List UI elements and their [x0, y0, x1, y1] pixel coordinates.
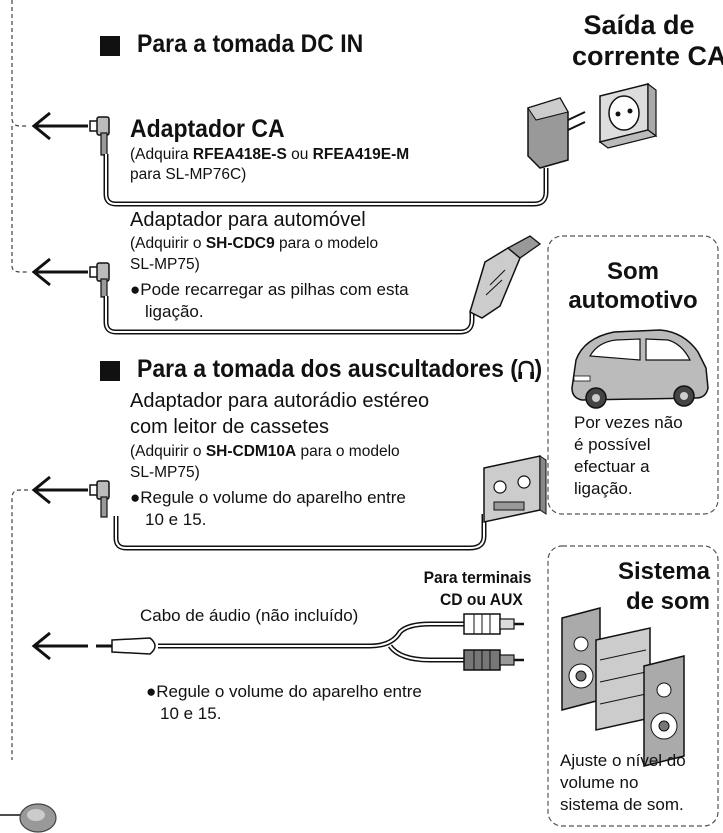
arrow-left-icon: [31, 475, 88, 505]
car-adapter-model: SH-CDC9: [205, 235, 275, 252]
car-adapter-icon: [469, 235, 542, 319]
car-adapter-title: Adaptador para automóvel: [130, 209, 366, 231]
dc-plug-icon: [89, 116, 110, 156]
dc-plug-icon: [89, 262, 110, 298]
cassette-adapter-line1-pre: (Adquirir o: [130, 443, 206, 460]
stereo-title-line1: Sistema: [617, 558, 710, 585]
arrow-left-icon: [31, 111, 88, 141]
wall-outlet-icon: [598, 82, 658, 149]
audio-cable-note-line1: ●Regule o volume do aparelho entre: [146, 682, 422, 701]
audio-cable-title: Cabo de áudio (não incluído): [140, 606, 359, 625]
rca-plug-red-icon: [463, 649, 524, 671]
cassette-adapter-model: SH-CDM10A: [205, 443, 297, 460]
section-bullet-icon: [100, 361, 120, 381]
headphone-icon: [518, 358, 535, 379]
ac-adapter-icon: [527, 97, 586, 169]
car-adapter-line1-pre: (Adquirir o: [130, 235, 206, 252]
stereo-note-line3: sistema de som.: [560, 795, 684, 814]
stereo-box-border: [547, 545, 719, 827]
ac-outlet-label: Saída de corrente CA: [572, 10, 723, 72]
car-audio-box-border: [547, 235, 719, 515]
cassette-adapter-title-line1: Adaptador para autorádio estéreo: [130, 390, 430, 412]
ac-adapter-line1-pre: (Adquira: [130, 146, 193, 163]
ac-adapter-model1: RFEA418E-S: [192, 146, 287, 163]
dashed-bracket-bottom: [11, 489, 28, 760]
car-audio-note-line4: ligação.: [574, 479, 633, 498]
cassette-adapter-note-line2: 10 e 15.: [145, 510, 207, 529]
ac-adapter-line1: (Adquira RFEA418E-S ou RFEA419E-M: [130, 146, 409, 164]
car-adapter-note-line2: ligação.: [145, 302, 204, 321]
cassette-adapter-title-line2: com leitor de cassetes: [130, 416, 329, 438]
car-audio-note-line1: Por vezes não: [574, 413, 683, 432]
ac-adapter-model2: RFEA419E-M: [312, 146, 410, 163]
cassette-icon: [483, 455, 547, 523]
cassette-adapter-line1-post: para o modelo: [296, 443, 400, 460]
car-adapter-line1: (Adquirir o SH-CDC9 para o modelo: [130, 235, 378, 253]
cassette-adapter-note-line1: ●Regule o volume do aparelho entre: [130, 488, 406, 507]
section-bullet-icon: [100, 36, 120, 56]
rca-plug-white-icon: [463, 613, 524, 635]
car-audio-title-line2: automotivo: [568, 287, 698, 314]
car-audio-note-line3: efectuar a: [574, 457, 650, 476]
cassette-adapter-line2: SL-MP75): [130, 464, 200, 481]
stereo-system-icon: [561, 607, 685, 767]
audio-cable: [158, 621, 464, 649]
section-headphone-heading-text: Para a tomada dos auscultadores (: [137, 355, 518, 383]
section-headphone-heading: Para a tomada dos auscultadores (): [137, 355, 542, 384]
section-dc-heading: Para a tomada DC IN: [137, 30, 364, 58]
ac-outlet-label-line2: corrente CA: [572, 41, 723, 72]
product-logo-icon: [19, 803, 57, 833]
ac-outlet-label-line1: Saída de: [583, 10, 695, 40]
terminals-label-line2: CD ou AUX: [440, 590, 523, 609]
dashed-bracket-car: [11, 126, 28, 273]
cassette-adapter-line1: (Adquirir o SH-CDM10A para o modelo: [130, 443, 400, 461]
terminals-label-line1: Para terminais: [423, 568, 532, 587]
section-headphone-heading-close: ): [534, 355, 543, 383]
ac-adapter-line2: para SL-MP76C): [130, 166, 247, 183]
car-adapter-line1-post: para o modelo: [274, 235, 379, 252]
stereo-mini-plug-icon: [96, 637, 156, 655]
car-icon: [571, 329, 709, 409]
car-adapter-note-line1: ●Pode recarregar as pilhas com esta: [130, 280, 409, 299]
arrow-left-icon: [31, 257, 88, 287]
stereo-title-line2: de som: [625, 588, 710, 615]
arrow-left-icon: [31, 631, 88, 661]
ac-adapter-title: Adaptador CA: [130, 115, 285, 143]
car-audio-title-line1: Som: [606, 258, 659, 285]
car-adapter-line2: SL-MP75): [130, 256, 200, 273]
ac-adapter-line1-mid: ou: [286, 146, 313, 163]
car-audio-note-line2: é possível: [574, 435, 651, 454]
dashed-bracket-top: [11, 0, 28, 127]
audio-cable-note-line2: 10 e 15.: [160, 704, 222, 723]
stereo-note-line2: volume no: [560, 773, 639, 792]
stereo-note-line1: Ajuste o nível do: [560, 751, 686, 770]
mini-plug-icon: [89, 480, 110, 518]
